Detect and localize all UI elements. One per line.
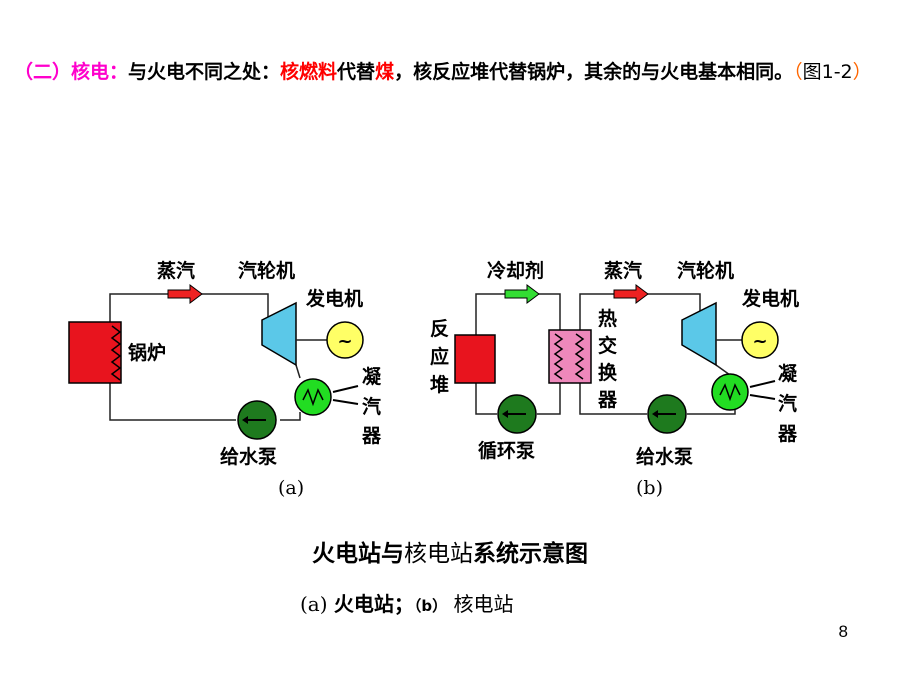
return-pipe-a [109, 383, 236, 421]
feed-pump-label-b: 给水泵 [636, 445, 693, 468]
title-part3: 系统示意图 [473, 541, 588, 567]
highlight-nuclear-fuel: 核燃料 [280, 61, 338, 83]
turbine-icon [261, 301, 297, 367]
heat-exchanger-label-3: 换 [598, 361, 618, 384]
reactor-icon [454, 334, 496, 384]
generator-label-b: 发电机 [741, 287, 799, 310]
circ-pump-label: 循环泵 [478, 439, 535, 462]
steam-label-b: 蒸汽 [604, 259, 642, 282]
condenser-icon [711, 373, 776, 411]
panel-label-a: (a) [278, 477, 304, 499]
text-replaces: 代替 [337, 61, 376, 83]
boiler-icon [68, 321, 122, 384]
flow-arrow-icon [167, 284, 203, 304]
title-part1: 火电站与 [312, 541, 404, 567]
generator-symbol-a: ~ [337, 331, 352, 352]
turbine-icon [681, 301, 717, 367]
pump-icon [647, 394, 687, 434]
feed-pump-label-a: 给水泵 [220, 445, 277, 468]
figure-ref-text: 图1-2 [802, 61, 853, 83]
steam-label-a: 蒸汽 [157, 259, 195, 282]
condenser-label-b-3: 器 [777, 423, 798, 445]
flow-arrow-icon [613, 284, 649, 304]
primary-hot-pipe [475, 293, 561, 335]
turbine-label-a: 汽轮机 [238, 259, 295, 282]
generator-icon: ~ [326, 321, 364, 359]
text-p1: 与火电不同之处： [128, 61, 281, 83]
generator-symbol-b: ~ [752, 331, 767, 352]
generator-icon: ~ [741, 321, 779, 359]
reactor-label-1: 反 [430, 318, 449, 340]
title-part2: 核电站 [404, 541, 473, 567]
condenser-label-b-1: 凝 [778, 362, 798, 385]
figure-ref-open: （ [793, 61, 803, 83]
heat-exchanger-label-2: 交 [598, 334, 617, 357]
condenser-icon [294, 378, 359, 416]
boiler-label: 锅炉 [128, 341, 166, 364]
secondary-return-pipe [579, 383, 647, 415]
text-rest: ，核反应堆代替锅炉，其余的与火电基本相同。 [394, 61, 794, 83]
coolant-label: 冷却剂 [487, 259, 544, 282]
primary-cold-pipe-1 [475, 383, 497, 415]
caption-b-text: 核电站 [453, 592, 514, 616]
flow-arrow-icon [504, 284, 540, 304]
primary-cold-pipe-2 [537, 383, 561, 415]
figure-reference: （图1-2） [793, 61, 872, 83]
diagram-title: 火电站与核电站系统示意图 [0, 534, 900, 568]
condenser-label-a-3: 器 [361, 425, 382, 447]
caption-b: （b） [413, 597, 448, 615]
pump-icon [237, 400, 277, 440]
highlight-coal: 煤 [375, 61, 395, 83]
condenser-label-a-2: 汽 [362, 395, 381, 418]
diagram-caption: (a) 火电站；（b） 核电站 [300, 588, 514, 617]
heat-exchanger-icon [548, 329, 592, 384]
section-heading: （二）核电： [14, 61, 129, 83]
diagram-b: 反 应 堆 热 交 换 器 冷却剂 蒸汽 汽轮机 [430, 259, 799, 499]
page-number: 8 [838, 622, 848, 641]
caption-a: (a) [300, 592, 328, 616]
condenser-label-b-2: 汽 [778, 392, 797, 415]
generator-label-a: 发电机 [305, 287, 363, 310]
reactor-label-3: 堆 [430, 373, 449, 396]
heat-exchanger-label-4: 器 [597, 389, 618, 411]
feed-pipe-a [280, 412, 301, 421]
heat-exchanger-label-1: 热 [598, 307, 617, 330]
caption-a-text: 火电站； [333, 592, 414, 616]
condenser-label-a-1: 凝 [362, 365, 382, 388]
body-paragraph: （二）核电：与火电不同之处：核燃料代替煤，核反应堆代替锅炉，其余的与火电基本相同… [14, 48, 874, 97]
reactor-label-2: 应 [430, 345, 449, 368]
turbine-label-b: 汽轮机 [677, 259, 734, 282]
panel-label-b: (b) [636, 477, 663, 499]
diagram-a: 锅炉 蒸汽 汽轮机 发电机 ~ 凝 汽 [68, 259, 382, 499]
pump-icon [497, 394, 537, 434]
figure-ref-close: ） [852, 61, 872, 83]
